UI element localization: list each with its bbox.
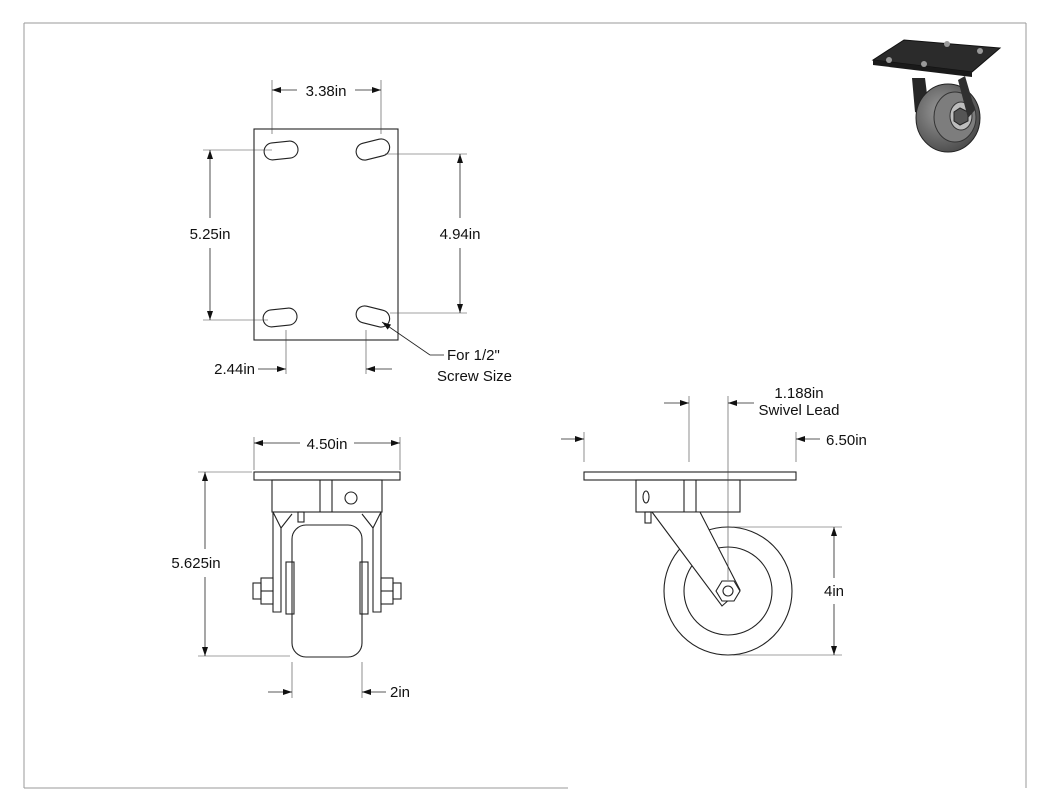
- dim-swivel-lead-label: Swivel Lead: [759, 402, 840, 419]
- dim-plate-width: 4.50in: [307, 436, 348, 453]
- bolt-slot-top-left: [263, 140, 299, 161]
- caster-render-icon: [871, 39, 1002, 153]
- drawing-frame: [23, 22, 1027, 789]
- dim-overall-height: 5.625in: [171, 555, 220, 572]
- bolt-slot-bottom-right: [355, 305, 391, 328]
- dim-swivel-radius: 6.50in: [826, 432, 867, 449]
- side-swivel-body: [635, 479, 741, 513]
- screw-note-line1: For 1/2": [447, 347, 500, 364]
- dim-plate-length: 5.25in: [190, 226, 231, 243]
- front-fork-left: [272, 511, 282, 613]
- dim-wheel-width: 2in: [390, 684, 410, 701]
- front-fork-right: [372, 511, 382, 613]
- dim-bolt-offset: 2.44in: [214, 361, 255, 378]
- dim-bolt-spacing-length: 4.94in: [440, 226, 481, 243]
- front-wheel: [291, 524, 363, 658]
- front-view: 4.50in 5.625in 2in: [171, 436, 410, 701]
- side-axle-nut: [715, 580, 741, 602]
- dim-wheel-diameter: 4in: [824, 583, 844, 600]
- front-top-plate: [253, 471, 401, 481]
- bolt-slot-bottom-left: [262, 307, 298, 328]
- mounting-plate: [253, 128, 399, 341]
- side-grease-hole: [642, 490, 650, 504]
- top-view: 3.38in 5.25in 4.94in 2.44in For 1/2" Scr…: [190, 80, 512, 385]
- bolt-slot-top-right: [355, 138, 391, 161]
- front-grease-hole: [344, 491, 358, 505]
- screw-note-line2: Screw Size: [437, 368, 512, 385]
- front-swivel-body: [271, 479, 383, 513]
- dim-swivel-lead-value: 1.188in: [774, 385, 823, 402]
- dim-bolt-spacing-width: 3.38in: [306, 83, 347, 100]
- side-top-plate: [583, 471, 797, 481]
- side-view: 1.188in Swivel Lead 6.50in 4in: [561, 385, 867, 656]
